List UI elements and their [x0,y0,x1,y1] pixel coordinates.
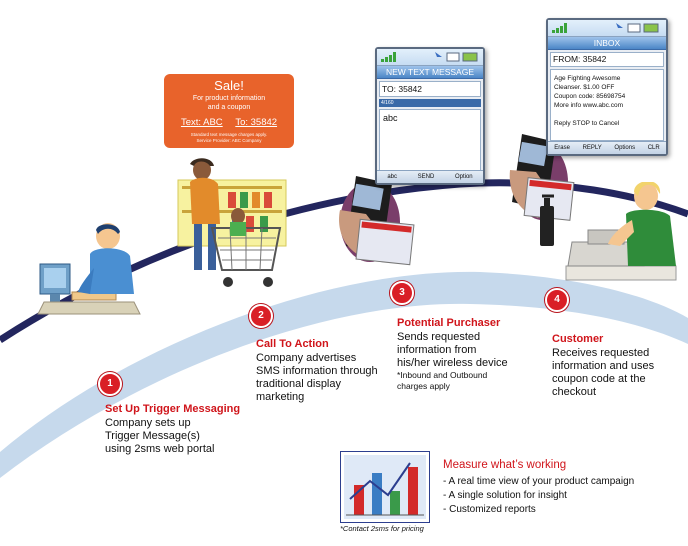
phone-inbox-message: Age Fighting Awesome Cleanser. $1.00 OFF… [550,69,664,141]
phone-new-counter: 4/160 [379,99,481,107]
step-4-badge: 4 [545,288,569,312]
status-icons-2 [616,23,659,33]
softkey-options[interactable]: Options [614,145,636,151]
phone-new-header: NEW TEXT MESSAGE [377,66,483,79]
bar-chart-icon [340,451,430,523]
measure-title: Measure what’s working [443,459,567,471]
measure-item-3: - Customized reports [443,504,536,515]
sale-to-number: To: 35842 [235,117,278,128]
phone-new-softkeys: abc SEND Option [377,170,483,183]
sale-title: Sale! [214,78,244,93]
signal-icon-2 [552,23,567,33]
inbox-line-3: Coupon code: 85698754 [554,93,626,100]
shopper-cart-icon [177,158,287,287]
step-4-title: Customer [552,333,604,345]
step-2-description: Company advertises SMS information throu… [256,352,378,403]
phone-new-body: abc [379,109,481,173]
softkey-send[interactable]: SEND [417,174,435,180]
step-1-title: Set Up Trigger Messaging [105,403,241,415]
signal-icon [381,52,396,62]
inbox-reply-stop: Reply STOP to Cancel [554,120,620,127]
phone-inbox-header: INBOX [548,37,666,50]
phone-new-message: NEW TEXT MESSAGE TO: 35842 4/160 abc abc… [375,47,485,185]
status-icons [435,52,478,62]
softkey-clr[interactable]: CLR [647,145,660,151]
computer-user-icon [37,223,141,315]
step-1-description: Company sets up Trigger Message(s) using… [105,417,215,455]
phone-status-bar-2 [548,20,666,37]
phone-status-bar [377,49,483,66]
inbox-line-4: More info www.abc.com [554,102,623,109]
light-blue-band [0,271,688,478]
phone-inbox-from: FROM: 35842 [550,52,664,67]
sale-text-keyword: Text: ABC [180,117,223,128]
inbox-line-1: Age Fighting Awesome [554,75,621,82]
hand-phone-icon [339,176,415,266]
step-3-title: Potential Purchaser [397,317,501,329]
softkey-abc[interactable]: abc [387,174,397,180]
step-3-description: Sends requested information from his/her… [397,331,508,369]
phone-new-to: TO: 35842 [379,81,481,97]
contact-pricing-note: *Contact 2sms for pricing [340,524,424,533]
softkey-reply[interactable]: REPLY [582,145,602,151]
measure-item-2: - A single solution for insight [443,490,567,501]
softkey-option[interactable]: Option [454,174,473,180]
sale-fine-print: Standard text message charges apply. Ser… [190,132,268,143]
sale-subtitle: For product information and a coupon [192,95,266,111]
step-3-badge: 3 [390,281,414,305]
phone-inbox: INBOX FROM: 35842 Age Fighting Awesome C… [546,18,668,156]
cashier-register-icon [540,182,677,281]
measure-item-1: - A real time view of your product campa… [443,476,635,487]
step-1-badge: 1 [98,372,122,396]
step-4-description: Receives requested information and uses … [552,347,655,398]
step-2-badge: 2 [249,304,273,328]
phone-inbox-softkeys: Erase REPLY Options CLR [548,141,666,154]
sale-sign: Sale! For product information and a coup… [164,74,294,148]
softkey-erase[interactable]: Erase [554,145,570,151]
sale-cta-row: Text: ABC To: 35842 [164,117,294,128]
step-3-note: *Inbound and Outbound charges apply [397,370,488,391]
step-2-title: Call To Action [256,338,329,350]
inbox-line-2: Cleanser. $1.00 OFF [554,84,615,91]
